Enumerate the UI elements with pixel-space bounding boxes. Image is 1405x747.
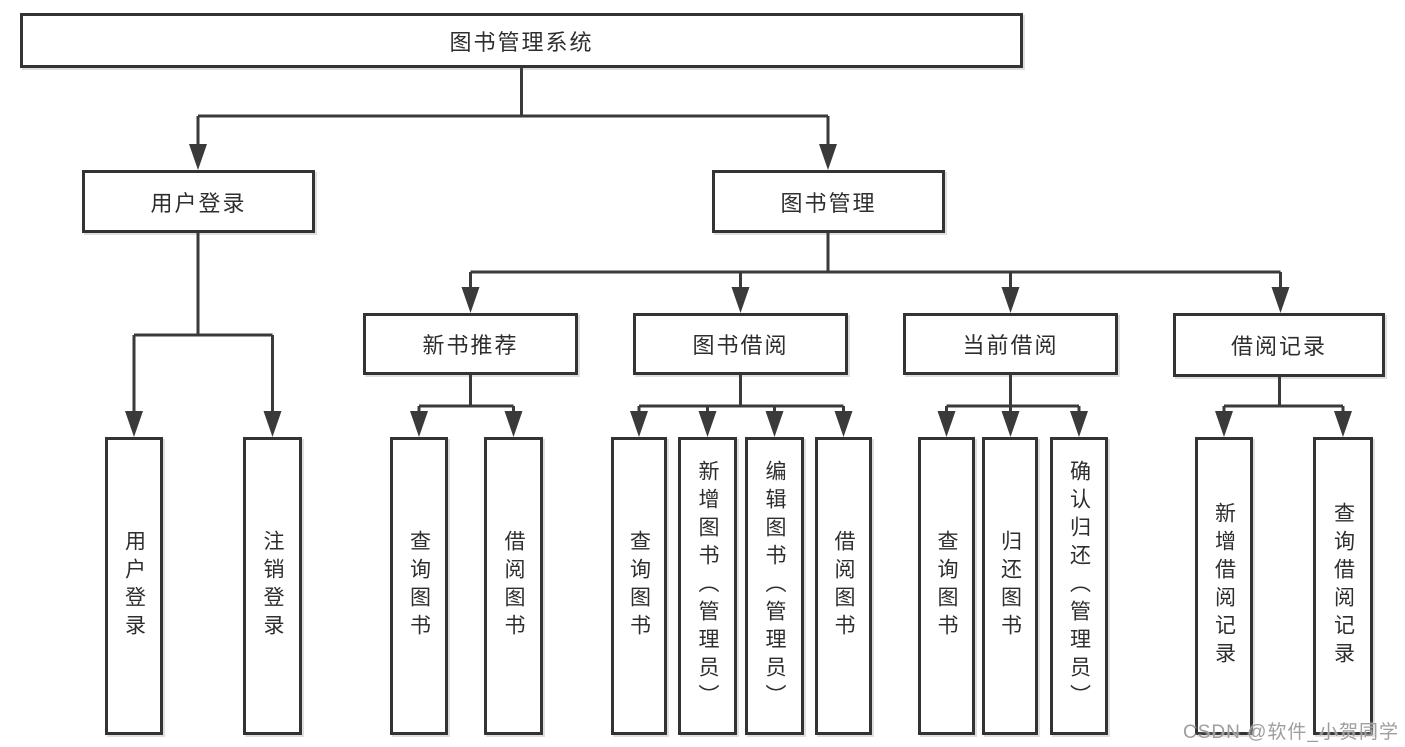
- leaf-confirm-return-admin: 确认归还（管理员）: [1050, 437, 1108, 735]
- node-new-book-recommend: 新书推荐: [363, 313, 578, 375]
- connector-current-borrow-children: [937, 375, 1088, 437]
- leaf-query-book-recommend: 查询图书: [390, 437, 448, 735]
- leaf-query-borrow-record: 查询借阅记录: [1313, 437, 1373, 735]
- leaf-user-login: 用户登录: [105, 437, 163, 735]
- connector-book-management-sections: [461, 233, 1290, 313]
- leaf-label: 确认归还（管理员）: [1067, 460, 1092, 712]
- leaf-label: 查询借阅记录: [1331, 502, 1356, 670]
- connector-book-borrow-children: [630, 375, 853, 437]
- leaf-label: 查询图书: [935, 530, 959, 642]
- connector-root-to-branches: [189, 68, 837, 170]
- node-book-borrow: 图书借阅: [633, 313, 848, 375]
- leaf-label: 查询图书: [627, 530, 652, 642]
- leaf-add-borrow-record: 新增借阅记录: [1195, 437, 1253, 735]
- leaf-label: 编辑图书（管理员）: [763, 460, 787, 712]
- node-book-management: 图书管理: [712, 170, 945, 233]
- leaf-logout-login: 注销登录: [243, 437, 302, 735]
- connector-new-book-children: [410, 375, 523, 437]
- node-borrow-records: 借阅记录: [1173, 313, 1385, 377]
- leaf-label: 查询图书: [407, 530, 432, 642]
- connector-borrow-record-children: [1215, 377, 1352, 437]
- leaf-edit-book-admin: 编辑图书（管理员）: [745, 437, 804, 735]
- leaf-borrow-book: 借阅图书: [815, 437, 872, 735]
- leaf-return-book: 归还图书: [982, 437, 1038, 735]
- leaf-query-book-borrow: 查询图书: [611, 437, 667, 735]
- node-current-borrow: 当前借阅: [903, 313, 1118, 375]
- leaf-label: 新增图书（管理员）: [696, 460, 720, 712]
- leaf-label: 借阅图书: [502, 530, 526, 642]
- leaf-add-book-admin: 新增图书（管理员）: [678, 437, 737, 735]
- connector-user-login-children: [125, 233, 282, 437]
- csdn-watermark: CSDN @软件_小贺同学: [1183, 722, 1399, 743]
- leaf-label: 借阅图书: [832, 530, 856, 642]
- leaf-label: 用户登录: [122, 530, 147, 642]
- node-library-management-system: 图书管理系统: [20, 13, 1023, 68]
- leaf-query-book-current: 查询图书: [918, 437, 975, 735]
- leaf-borrow-book-recommend: 借阅图书: [484, 437, 543, 735]
- leaf-label: 归还图书: [998, 530, 1023, 642]
- leaf-label: 注销登录: [261, 530, 285, 642]
- node-user-login: 用户登录: [82, 170, 315, 233]
- leaf-label: 新增借阅记录: [1212, 502, 1237, 670]
